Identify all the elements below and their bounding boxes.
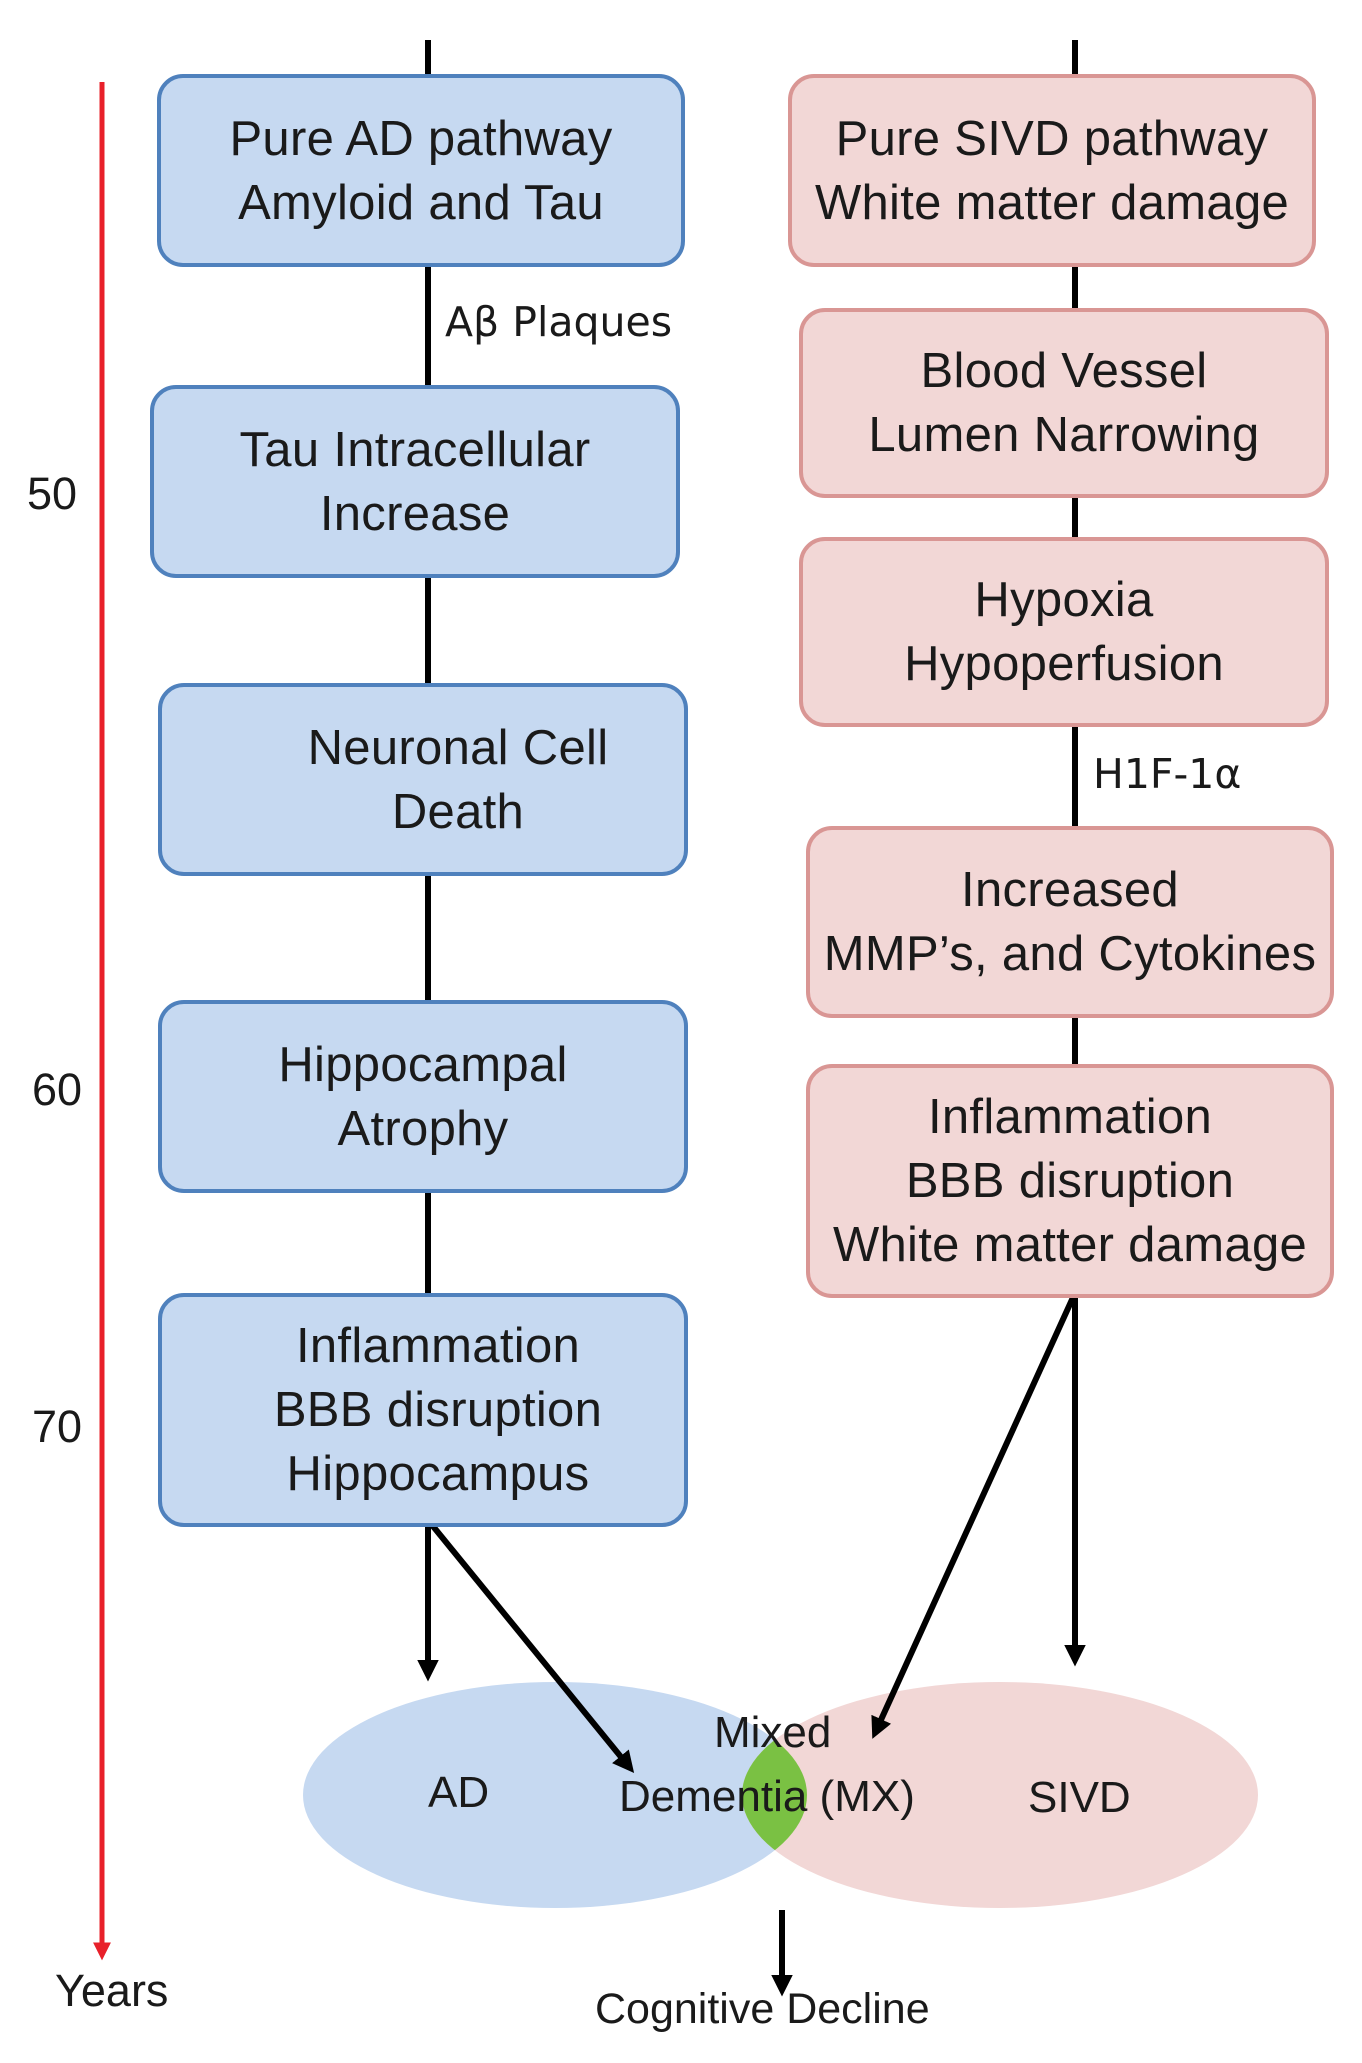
venn-label-mixed-dementia: Dementia (MX) [619, 1772, 915, 1821]
sivd-box-text: White matter damage [814, 175, 1290, 230]
sivd-to-mixed-arrow [871, 1291, 1078, 1739]
ad-box-text: Inflammation [295, 1319, 581, 1373]
timeline-axis-label: Years [55, 1965, 169, 2016]
sivd-box-mmps-cytokines: Increased MMP’s, and Cytokines [806, 826, 1334, 1018]
ad-box-text: Amyloid and Tau [238, 175, 604, 230]
ad-box-hippocampal-atrophy: Hippocampal Atrophy [158, 1000, 688, 1193]
venn-label-ad: AD [428, 1768, 490, 1817]
sivd-box-lumen-narrowing: Blood Vessel Lumen Narrowing [799, 308, 1329, 498]
ad-box-text: Neuronal Cell [307, 720, 609, 775]
venn-label-sivd: SIVD [1028, 1773, 1131, 1822]
sivd-box-pure-pathway: Pure SIVD pathway White matter damage [788, 74, 1316, 267]
ad-box-inflammation: Inflammation BBB disruption Hippocampus [158, 1293, 688, 1527]
timeline-tick-70: 70 [32, 1401, 83, 1452]
sivd-box-text: Hypoxia [974, 573, 1154, 627]
ad-box-pure-pathway: Pure AD pathway Amyloid and Tau [157, 74, 685, 267]
sivd-box-text: White matter damage [832, 1218, 1308, 1272]
timeline-tick-50: 50 [27, 468, 78, 519]
sivd-box-text: Inflammation [927, 1090, 1213, 1144]
edge-label-hif: H1F-1α [1093, 750, 1242, 798]
venn-ad-ellipse [303, 1682, 807, 1908]
ad-box-text: Hippocampus [286, 1447, 590, 1501]
ad-box-text: Increase [319, 486, 511, 541]
ad-box-text: Hippocampal [278, 1037, 568, 1092]
ad-box-text: Pure AD pathway [229, 111, 613, 166]
sivd-box-text: Hypoperfusion [904, 637, 1224, 691]
venn-sivd-ellipse [742, 1682, 1258, 1908]
sivd-box-hypoxia: Hypoxia Hypoperfusion [799, 537, 1329, 727]
sivd-box-text: MMP’s, and Cytokines [823, 927, 1317, 981]
outcome-label: Cognitive Decline [595, 1985, 930, 2033]
sivd-box-text: Lumen Narrowing [868, 408, 1260, 462]
ad-box-neuronal-death: Neuronal Cell Death [158, 683, 688, 876]
ad-box-text: Atrophy [337, 1101, 509, 1156]
sivd-box-text: Pure SIVD pathway [835, 111, 1269, 166]
edge-label-ab-plaques: Aβ Plaques [445, 298, 673, 346]
sivd-box-text: Blood Vessel [920, 344, 1208, 398]
sivd-box-text: Increased [961, 863, 1179, 917]
venn-label-mixed: Mixed [714, 1708, 832, 1757]
sivd-box-text: BBB disruption [905, 1154, 1235, 1208]
ad-box-text: BBB disruption [273, 1383, 603, 1437]
sivd-box-inflammation: Inflammation BBB disruption White matter… [806, 1064, 1334, 1298]
ad-box-text: Tau Intracellular [239, 422, 591, 477]
ad-to-mixed-arrow [429, 1523, 635, 1774]
ad-box-tau-increase: Tau Intracellular Increase [150, 385, 680, 578]
timeline-tick-60: 60 [32, 1064, 83, 1115]
ad-box-text: Death [391, 784, 525, 839]
